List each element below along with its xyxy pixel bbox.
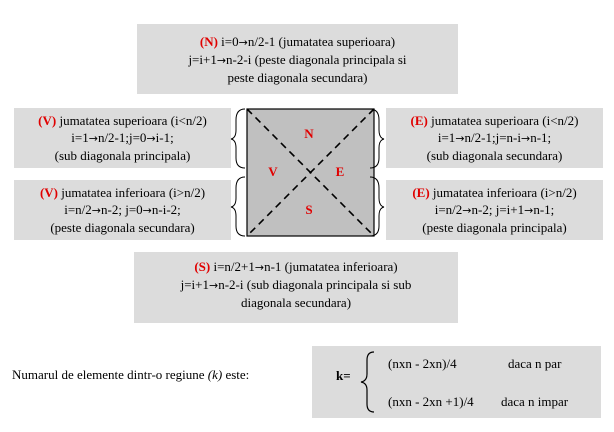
matrix-label-s: S (305, 202, 312, 217)
matrix-label-v: V (268, 164, 278, 179)
arrow-icon: → (462, 204, 472, 217)
south-line-2: j=i+1→n-2-i (sub diagonala principala si… (180, 277, 412, 292)
west-lower-line-2: i=n/2→n-2; j=0→n-i-2; (64, 202, 181, 217)
arrow-icon: → (146, 132, 156, 145)
arrow-icon: → (209, 279, 219, 292)
arrow-icon: → (216, 54, 227, 67)
east-lower-line-3: (peste diagonala principala) (422, 220, 567, 235)
left-upper-brace (230, 108, 246, 169)
west-lower-region-box: (V) jumatatea inferioara (i>n/2) i=n/2→n… (14, 180, 231, 240)
west-upper-line-1: (V) jumatatea superioara (i<n/2) (38, 113, 207, 128)
east-upper-region-box: (E) jumatatea superioara (i<n/2) i=1→n/2… (386, 108, 603, 168)
arrow-icon: → (91, 204, 102, 217)
case-even-expression: (nxn - 2xn)/4 (388, 356, 457, 371)
east-lower-tag: (E) (412, 185, 430, 200)
north-region-box: (N) i=0→n/2-1 (jumatatea superioara) j=i… (137, 24, 458, 94)
matrix-diagram: N V E S (230, 108, 385, 237)
north-line-2: j=i+1→n-2-i (peste diagonala principala … (188, 52, 407, 67)
south-tag: (S) (194, 259, 211, 274)
north-line-1: (N) i=0→n/2-1 (jumatatea superioara) (199, 34, 396, 49)
north-tag: (N) (199, 34, 218, 49)
right-lower-brace (369, 176, 385, 237)
west-upper-tag: (V) (38, 113, 57, 128)
east-upper-line-1: (E) jumatatea superioara (i<n/2) (410, 113, 579, 128)
east-upper-line-3: (sub diagonala secundara) (426, 148, 563, 163)
north-line-3: peste diagonala secundara) (227, 70, 368, 85)
secondary-diagonal (246, 108, 375, 237)
west-lower-tag: (V) (39, 185, 59, 200)
formula-box: k= (nxn - 2xn)/4 daca n par (nxn - 2xn +… (312, 346, 601, 418)
west-lower-line-1: (V) jumatatea inferioara (i>n/2) (39, 185, 206, 200)
arrow-icon: → (455, 132, 465, 145)
east-upper-tag: (E) (410, 113, 428, 128)
east-lower-line-1: (E) jumatatea inferioara (i>n/2) (412, 185, 577, 200)
east-lower-line-2: i=n/2→n-2; j=i+1→n-1; (434, 202, 555, 217)
west-upper-line-2: i=1→n/2-1;j=0→i-1; (71, 130, 174, 145)
east-lower-region-box: (E) jumatatea inferioara (i>n/2) i=n/2→n… (386, 180, 603, 240)
right-upper-brace (369, 108, 385, 169)
arrow-icon: → (254, 261, 265, 274)
east-upper-line-2: i=1→n/2-1;j=n-i→n-1; (437, 130, 552, 145)
left-lower-brace (230, 176, 246, 237)
case-odd-condition: daca n impar (501, 394, 569, 409)
south-region-box: (S) i=n/2+1→n-1 (jumatatea inferioara) j… (134, 252, 458, 323)
formula-brace (360, 351, 375, 413)
case-even-condition: daca n par (508, 356, 562, 371)
arrow-icon: → (524, 204, 534, 217)
matrix-label-e: E (336, 164, 345, 179)
south-line-3: diagonala secundara) (240, 295, 352, 310)
south-line-1: (S) i=n/2+1→n-1 (jumatatea inferioara) (194, 259, 398, 274)
arrow-icon: → (520, 132, 531, 145)
case-odd-expression: (nxn - 2xn +1)/4 (388, 394, 474, 409)
k-label: k= (336, 368, 351, 383)
arrow-icon: → (238, 36, 248, 49)
arrow-icon: → (88, 132, 98, 145)
west-upper-line-3: (sub diagonala principala) (54, 148, 191, 163)
west-upper-region-box: (V) jumatatea superioara (i<n/2) i=1→n/2… (14, 108, 231, 168)
matrix-label-n: N (304, 126, 314, 141)
arrow-icon: → (142, 204, 152, 217)
west-lower-line-3: (peste diagonala secundara) (50, 220, 195, 235)
formula-statement: Numarul de elemente dintr-o regiune (k) … (12, 367, 250, 382)
formula-variable: (k) (207, 367, 223, 382)
